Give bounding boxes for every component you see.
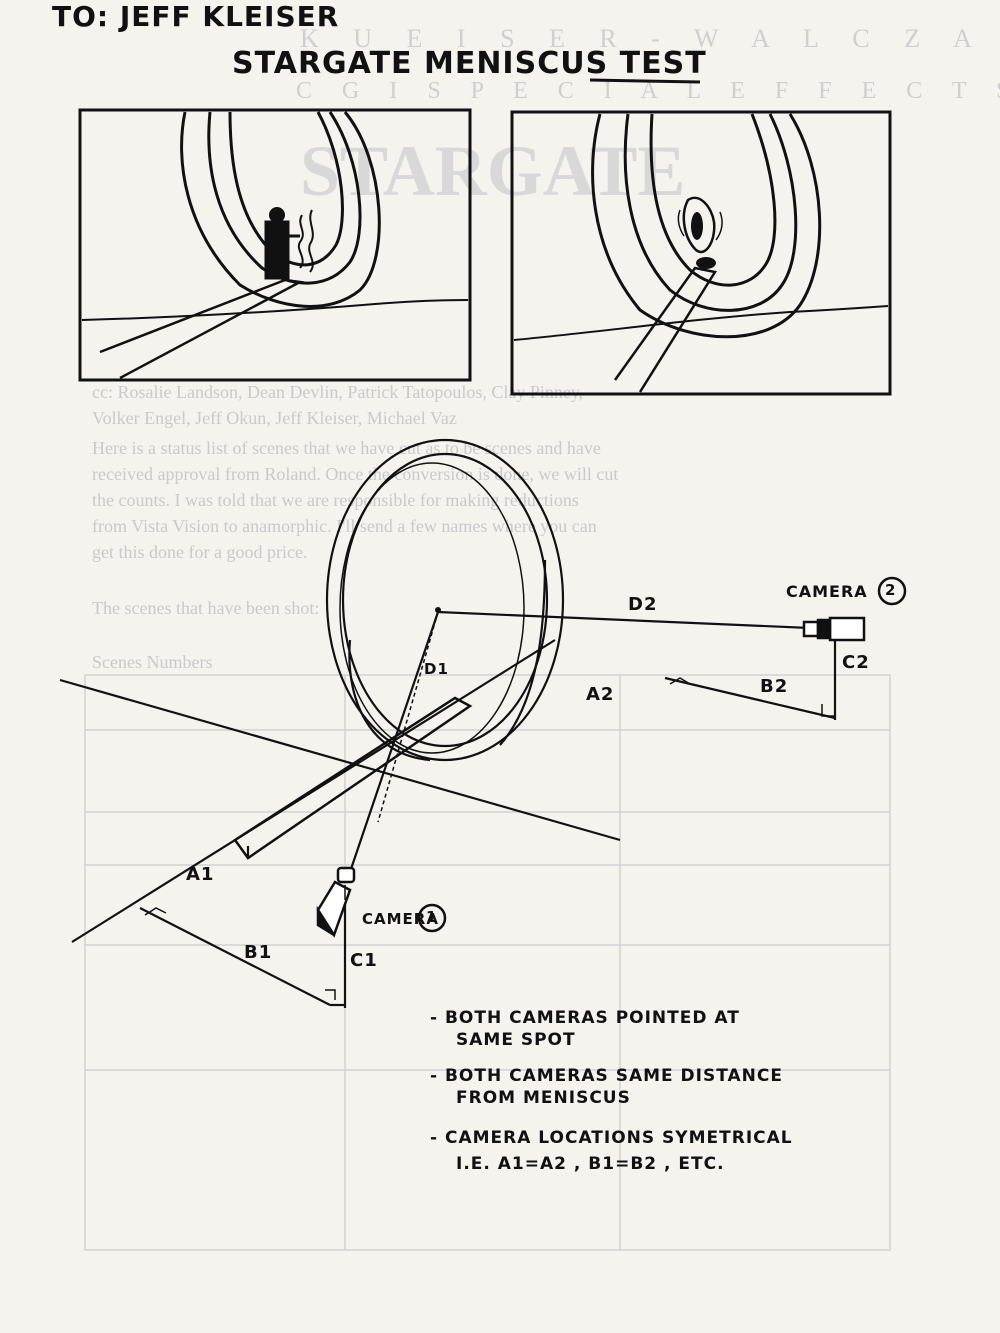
note-2-line-1: - BOTH CAMERAS SAME DISTANCE	[430, 1066, 783, 1086]
perspective-diagram	[59, 438, 907, 1008]
label-a1: A1	[186, 864, 215, 885]
storyboard-frame-2	[510, 110, 892, 396]
label-b2: B2	[760, 676, 789, 697]
camera-1-icon	[316, 866, 356, 938]
storyboard-frame-1	[78, 108, 472, 382]
label-d1: D1	[424, 660, 449, 678]
label-camera-2: CAMERA	[786, 582, 868, 601]
title-underline	[589, 78, 701, 84]
page-title: STARGATE MENISCUS TEST	[232, 46, 707, 81]
to-line: TO: JEFF KLEISER	[52, 0, 340, 33]
label-b1: B1	[244, 942, 273, 963]
camera-2-icon	[802, 616, 866, 642]
label-c2: C2	[842, 652, 870, 673]
camera-1-number-circle	[417, 903, 447, 933]
label-camera-1: CAMERA	[362, 910, 439, 928]
note-1-line-2: SAME SPOT	[456, 1030, 576, 1050]
note-1-line-1: - BOTH CAMERAS POINTED AT	[430, 1008, 740, 1028]
label-camera-1-number: 1	[426, 908, 438, 926]
note-3-line-2: I.E. A1=A2 , B1=B2 , ETC.	[456, 1154, 725, 1174]
camera-2-number-circle	[877, 576, 907, 606]
note-2-line-2: FROM MENISCUS	[456, 1088, 631, 1108]
label-c1: C1	[350, 950, 378, 971]
label-a2: A2	[586, 684, 615, 705]
label-d2: D2	[628, 594, 658, 615]
label-camera-2-number: 2	[885, 581, 897, 599]
note-3-line-1: - CAMERA LOCATIONS SYMETRICAL	[430, 1128, 793, 1148]
